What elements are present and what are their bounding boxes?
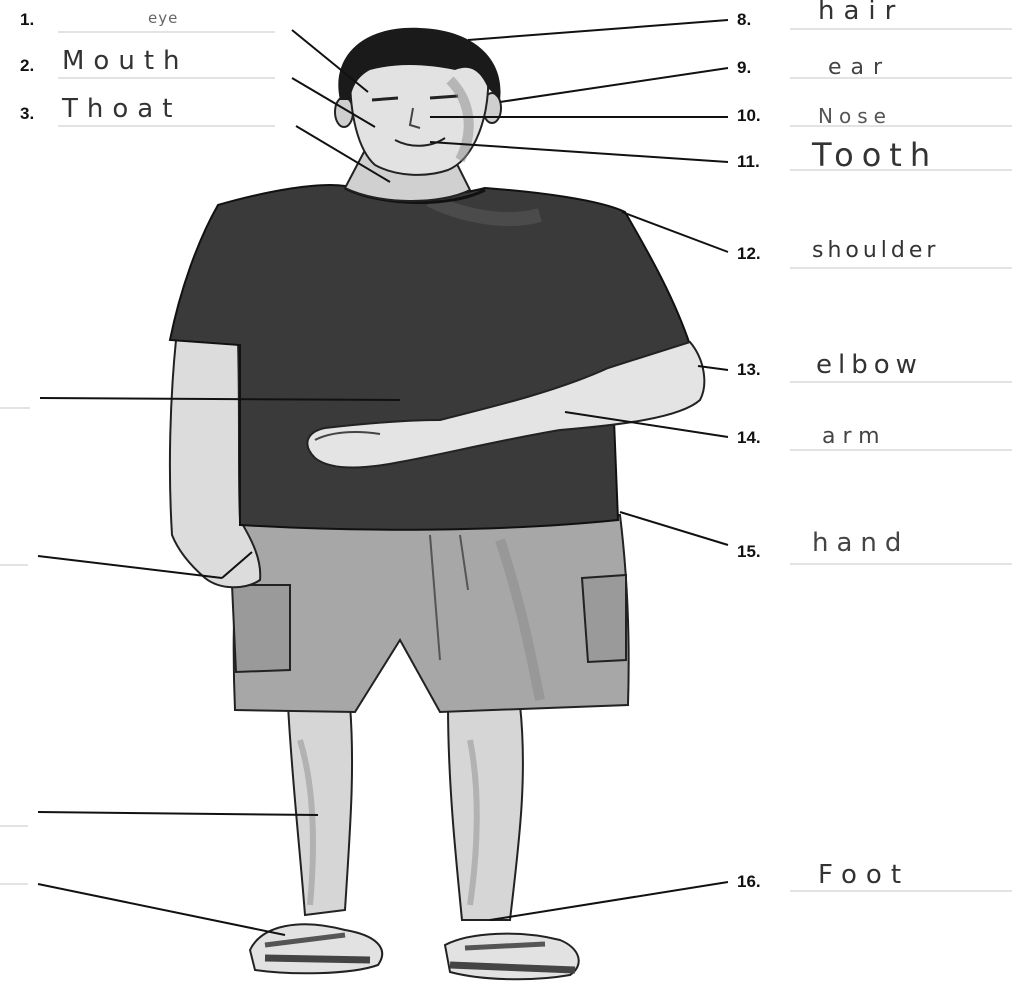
answer-9-ear: ear [828, 55, 891, 80]
head [335, 28, 501, 175]
legs [288, 705, 523, 920]
label-number-16: 16. [737, 872, 761, 892]
answer-1-eye: eye [148, 9, 178, 27]
answer-15-hand: hand [812, 528, 909, 558]
answer-3-thoat: Thoat [62, 94, 181, 124]
label-number-2: 2. [20, 56, 34, 76]
answer-2-mouth: Mouth [62, 46, 189, 76]
label-number-1: 1. [20, 10, 34, 30]
answer-16-foot: Foot [818, 860, 910, 890]
label-number-11: 11. [737, 152, 760, 172]
label-number-3: 3. [20, 104, 34, 124]
answer-13-elbow: elbow [816, 350, 923, 380]
label-number-15: 15. [737, 542, 761, 562]
label-number-12: 12. [737, 244, 761, 264]
sandals [250, 924, 579, 979]
label-number-14: 14. [737, 428, 761, 448]
answer-10-nose: Nose [818, 104, 892, 128]
answer-11-tooth: Tooth [812, 136, 938, 174]
label-number-13: 13. [737, 360, 761, 380]
answer-8-hair: hair [818, 0, 904, 26]
answer-14-arm: arm [822, 424, 887, 449]
label-number-10: 10. [737, 106, 761, 126]
label-number-8: 8. [737, 10, 751, 30]
shirt [170, 185, 690, 530]
shorts [232, 515, 629, 712]
answer-12-shoulder: shoulder [812, 238, 939, 263]
label-number-9: 9. [737, 58, 751, 78]
